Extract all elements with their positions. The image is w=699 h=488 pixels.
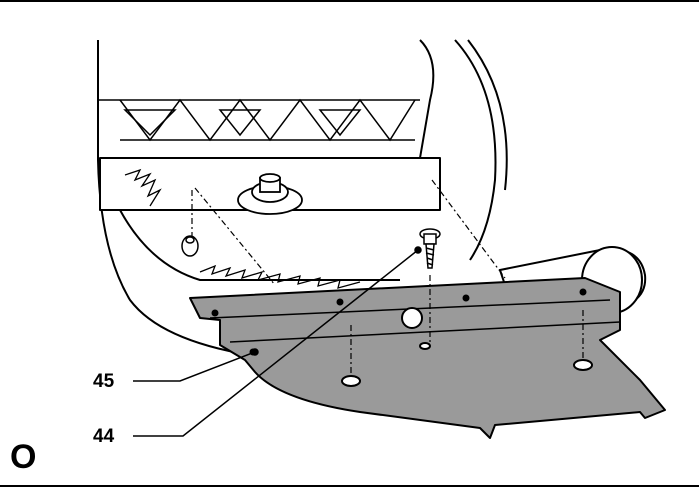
screw bbox=[419, 228, 441, 269]
leader-lines bbox=[133, 246, 422, 437]
lattice-frame bbox=[119, 98, 416, 142]
small-knob bbox=[181, 235, 199, 257]
arbor-nut bbox=[237, 173, 303, 215]
top-border-rule bbox=[0, 0, 699, 2]
alignment-lines bbox=[191, 179, 584, 376]
base-plate bbox=[189, 277, 666, 439]
bottom-border-rule bbox=[0, 485, 699, 487]
callout-45: 45 bbox=[93, 371, 115, 392]
figure-label: O bbox=[10, 438, 37, 476]
callout-44: 44 bbox=[93, 426, 115, 447]
